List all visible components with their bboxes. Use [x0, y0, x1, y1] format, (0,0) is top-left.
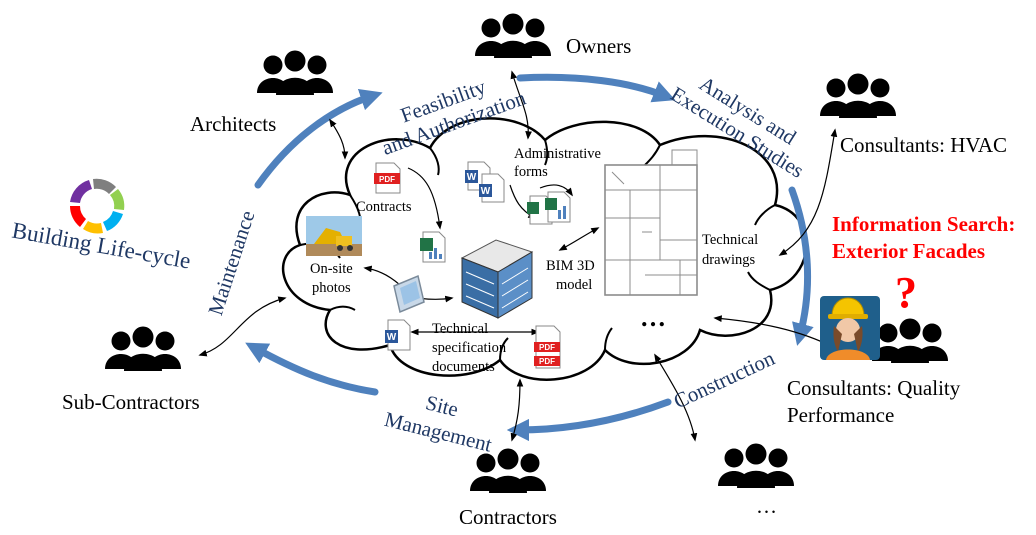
other-actors-label: …	[756, 494, 777, 518]
others-connector	[654, 353, 698, 442]
svg-text:W: W	[481, 186, 491, 197]
svg-text:PDF: PDF	[379, 175, 395, 184]
question-mark: ?	[895, 268, 917, 317]
subcontractors-people-icon	[105, 326, 181, 371]
arrow-to-analysis	[516, 73, 676, 103]
arrow-to-site-management	[506, 398, 672, 442]
contracts-label: Contracts	[356, 199, 412, 215]
spec-pdf-icon: PDF PDF	[534, 325, 561, 369]
owners-people-icon	[475, 13, 551, 58]
architects-connector	[329, 118, 349, 160]
consultants-quality-label: Consultants: Quality Performance	[787, 376, 966, 427]
phase-maintenance-label: Maintenance	[203, 208, 259, 319]
engineer-avatar-icon	[820, 296, 880, 360]
others-people-icon	[718, 443, 794, 488]
contractors-people-icon	[470, 448, 546, 493]
svg-text:W: W	[467, 172, 477, 183]
spec-word-icon: W	[385, 319, 411, 351]
technical-drawings-label: Technical drawings	[702, 232, 762, 268]
technical-specification-label: Technical specification documents	[432, 321, 510, 375]
phase-construction-label: Construction	[670, 346, 779, 414]
svg-text:W: W	[387, 332, 397, 343]
contractors-connector	[510, 378, 524, 442]
subcontractors-connector	[198, 296, 287, 357]
bim-building-model	[460, 239, 534, 319]
owners-label: Owners	[566, 34, 631, 58]
spreadsheet-icon	[420, 231, 446, 263]
quality-people-icon	[872, 318, 948, 363]
consultants-hvac-label: Consultants: HVAC	[840, 133, 1007, 157]
hvac-connector	[778, 128, 838, 256]
on-site-photo	[306, 216, 362, 256]
forms-word-icon: W W	[465, 161, 505, 203]
bim-model-label: BIM 3D model	[546, 258, 598, 293]
window-element-icon	[393, 274, 425, 314]
architects-label: Architects	[190, 112, 276, 136]
sub-contractors-label: Sub-Contractors	[62, 390, 200, 414]
hvac-people-icon	[820, 73, 896, 118]
forms-spreadsheet-icon	[527, 191, 571, 225]
contractors-label: Contractors	[459, 505, 557, 529]
svg-text:PDF: PDF	[539, 357, 555, 366]
cloud-more-ellipsis: …	[640, 303, 666, 332]
lifecycle-ring-icon	[69, 178, 125, 234]
owners-connector	[510, 70, 532, 140]
svg-text:PDF: PDF	[539, 343, 555, 352]
floor-plan-drawing	[604, 149, 698, 296]
phase-site-management-label: Site Management	[382, 382, 501, 457]
architects-people-icon	[257, 50, 333, 95]
contracts-pdf-icon: PDF	[374, 162, 401, 194]
connector-arrows	[198, 70, 838, 442]
information-search-label: Information Search: Exterior Facades	[832, 212, 1021, 263]
on-site-photos-label: On-site photos	[310, 261, 356, 296]
arrow-to-feasibility	[254, 88, 383, 189]
administrative-forms-label: Administrative forms	[514, 146, 605, 180]
arrow-to-maintenance	[245, 342, 379, 396]
